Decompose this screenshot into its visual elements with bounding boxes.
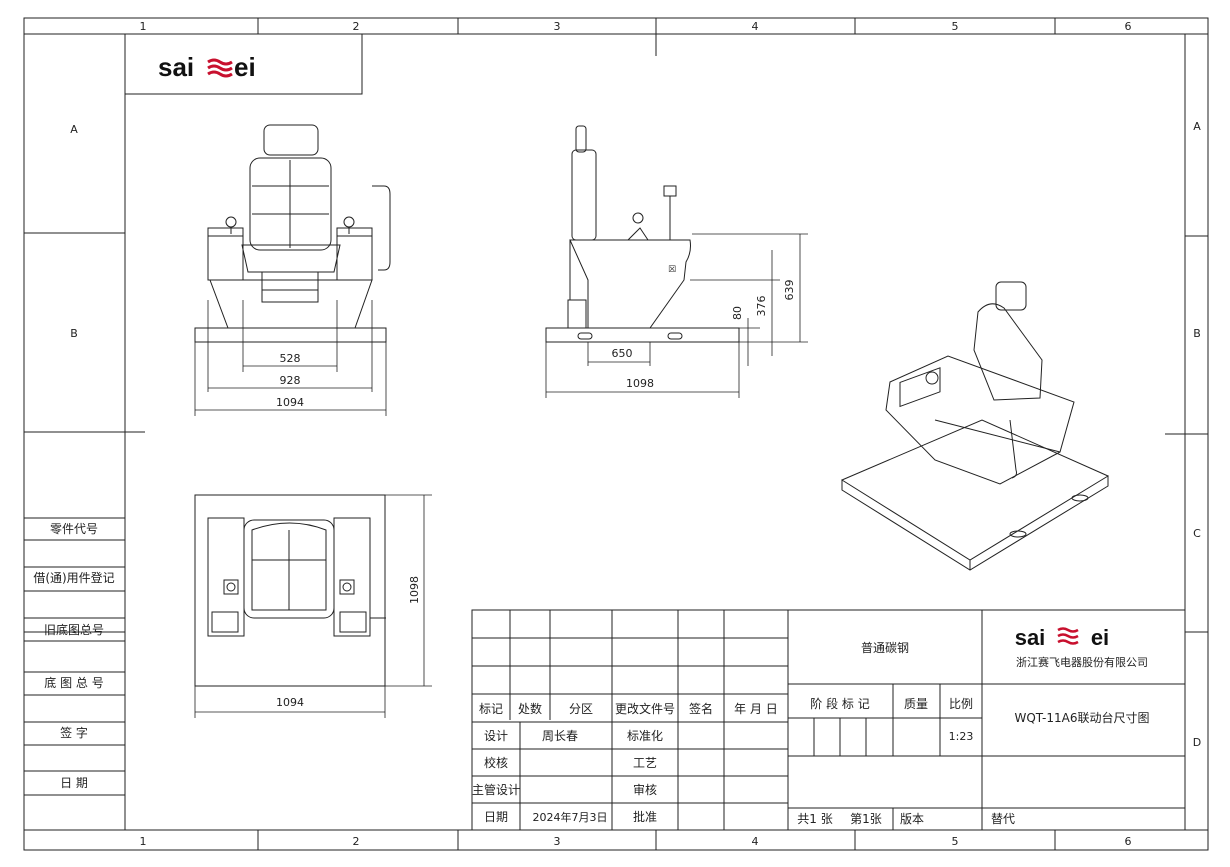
row-letters: A B A B C D <box>70 120 1201 749</box>
row-letter-a-right: A <box>1193 120 1201 133</box>
row-chief: 主管设计 <box>472 782 520 797</box>
label-signature: 签 字 <box>60 725 88 740</box>
front-view <box>194 124 391 343</box>
company-wave-icon <box>1057 627 1079 645</box>
svg-text:☒: ☒ <box>668 265 676 275</box>
scale-value: 1:23 <box>949 730 974 743</box>
col-number-6-top: 6 <box>1125 20 1132 33</box>
front-dim-528: 528 <box>280 352 301 365</box>
col-number-3-bottom: 3 <box>554 835 561 848</box>
drawing-name: WQT-11A6联动台尺寸图 <box>1015 710 1150 725</box>
side-view: ☒ <box>545 125 740 343</box>
material-value: 普通碳钢 <box>861 641 909 655</box>
header-change-doc: 更改文件号 <box>615 701 675 716</box>
top-view <box>194 494 386 687</box>
header-count: 处数 <box>518 701 542 716</box>
front-dimensions <box>194 300 387 416</box>
row-design: 设计 <box>484 729 508 743</box>
label-old-base-number: 旧底图总号 <box>44 622 104 637</box>
isometric-view <box>840 281 1110 571</box>
col-number-2-top: 2 <box>353 20 360 33</box>
side-dimensions <box>545 233 808 398</box>
left-column-labels: 零件代号 借(通)用件登记 旧底图总号 底 图 总 号 签 字 日 期 <box>33 522 114 790</box>
title-block <box>471 609 1186 831</box>
header-sign: 签名 <box>689 701 713 716</box>
wave-logo-icon <box>207 58 233 78</box>
header-scale: 比例 <box>949 697 973 711</box>
row-designer: 周长春 <box>542 729 578 743</box>
header-stage-mark: 阶 段 标 记 <box>810 696 869 711</box>
side-dim-texts: 650 1098 80 376 639 <box>612 280 797 391</box>
row-letter-b-right: B <box>1193 327 1201 340</box>
row-letter-d-right: D <box>1193 736 1201 749</box>
company-logo-right: ei <box>1091 625 1109 650</box>
front-dim-1094: 1094 <box>276 396 304 409</box>
label-part-code: 零件代号 <box>50 522 98 536</box>
header-date-ymd: 年 月 日 <box>734 702 778 716</box>
col-number-4-bottom: 4 <box>752 835 759 848</box>
front-dim-texts: 528 928 1094 <box>276 352 304 409</box>
col-number-1-top: 1 <box>140 20 147 33</box>
col-number-3-top: 3 <box>554 20 561 33</box>
sheets-version: 版本 <box>900 812 924 826</box>
row-date: 日期 <box>484 810 508 824</box>
logo-text-right: ei <box>234 52 256 82</box>
col-number-6-bottom: 6 <box>1125 835 1132 848</box>
logo-box: sai ei <box>124 33 363 95</box>
col-number-5-top: 5 <box>952 20 959 33</box>
col-number-1-bottom: 1 <box>140 835 147 848</box>
row-check: 校核 <box>484 755 508 770</box>
front-dim-928: 928 <box>280 374 301 387</box>
sheet-frame <box>23 17 1209 851</box>
top-dim-1094: 1094 <box>276 696 304 709</box>
row-approve: 批准 <box>633 809 657 824</box>
top-dim-1098: 1098 <box>408 576 421 604</box>
company-logo-left: sai <box>1015 625 1046 650</box>
col-number-2-bottom: 2 <box>353 835 360 848</box>
label-date: 日 期 <box>60 776 88 790</box>
header-zone: 分区 <box>569 702 593 716</box>
header-mass: 质量 <box>904 697 928 711</box>
row-letter-c-right: C <box>1193 527 1201 540</box>
row-process: 工艺 <box>633 756 657 770</box>
top-dimensions <box>194 494 432 718</box>
row-letter-a-left: A <box>70 123 78 136</box>
side-dim-80: 80 <box>731 306 744 320</box>
row-date-value: 2024年7月3日 <box>533 810 608 824</box>
row-letter-b-left: B <box>70 327 78 340</box>
header-mark: 标记 <box>479 702 503 716</box>
top-dim-texts: 1094 1098 <box>276 576 421 709</box>
col-number-4-top: 4 <box>752 20 759 33</box>
row-review: 审核 <box>633 782 657 797</box>
title-block-texts: 普通碳钢 sai ei 浙江赛飞电器股份有限公司 WQT-11A6联动台尺寸图 … <box>472 625 1150 826</box>
label-borrowed-parts: 借(通)用件登记 <box>33 570 114 585</box>
sheets-number: 第1张 <box>850 812 882 826</box>
side-dim-376: 376 <box>755 296 768 317</box>
col-number-5-bottom: 5 <box>952 835 959 848</box>
sheets-replace: 替代 <box>991 812 1015 826</box>
sheets-total: 共1 张 <box>797 812 832 826</box>
side-dim-1098: 1098 <box>626 377 654 390</box>
side-dim-639: 639 <box>783 280 796 301</box>
side-dim-650: 650 <box>612 347 633 360</box>
logo-text-left: sai <box>158 52 194 82</box>
row-standard: 标准化 <box>627 729 663 743</box>
label-base-number: 底 图 总 号 <box>44 675 103 690</box>
column-numbers: 1 2 3 4 5 6 1 2 3 4 5 6 <box>140 20 1132 848</box>
company-name: 浙江赛飞电器股份有限公司 <box>1016 655 1148 669</box>
